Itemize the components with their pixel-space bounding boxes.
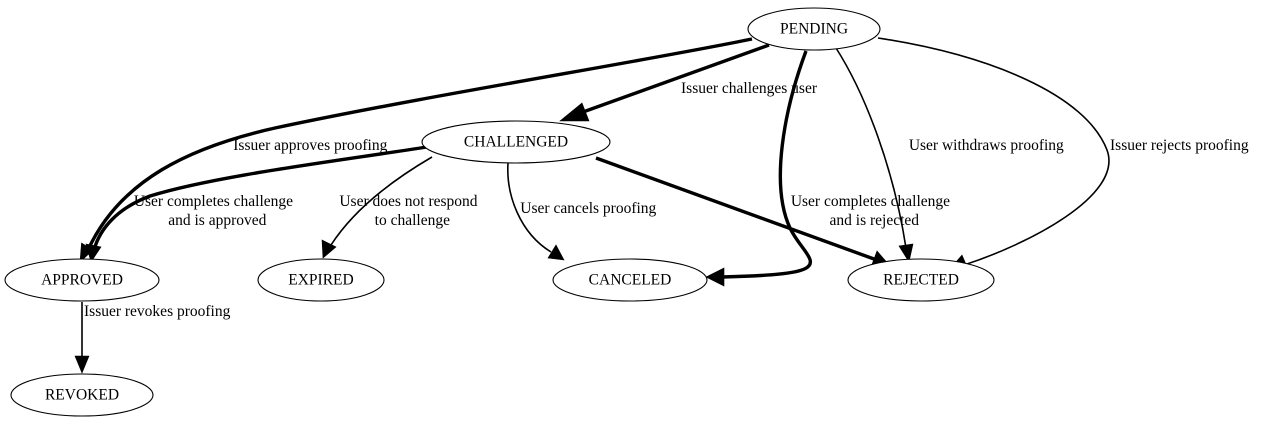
arrowhead-challenged-canceled — [547, 244, 565, 261]
arrowhead-pending-rejected-withdraw — [898, 243, 914, 263]
edge-label-pending-canceled: User completes challenge and is rejected — [791, 193, 977, 229]
edge-label-pending-rejected-reject: Issuer rejects proofing — [1110, 137, 1268, 154]
node-label-expired: EXPIRED — [288, 272, 353, 289]
edge-label-challenged-canceled: User cancels proofing — [520, 200, 675, 217]
edge-label-challenged-expired: User does not respond to challenge — [339, 193, 504, 229]
edge-pending-to-rejected-withdraw — [835, 47, 914, 263]
edge-path-challenged-rejected — [595, 156, 875, 261]
edge-pending-to-challenged — [559, 43, 770, 122]
node-label-canceled: CANCELED — [589, 272, 672, 289]
edge-path-pending-rejected-withdraw — [835, 47, 907, 249]
node-shape-rejected[interactable] — [847, 258, 995, 302]
arrowhead-pending-challenged — [559, 102, 590, 122]
arrowhead-challenged-approved — [85, 243, 102, 263]
node-label-challenged: CHALLENGED — [464, 134, 568, 151]
node-label-pending: PENDING — [780, 21, 848, 38]
node-revoked[interactable]: REVOKED — [10, 373, 154, 417]
node-shape-pending[interactable] — [747, 7, 881, 51]
node-shape-expired[interactable] — [257, 258, 385, 302]
node-rejected[interactable]: REJECTED — [847, 258, 995, 302]
arrowhead-pending-canceled — [705, 267, 725, 287]
node-expired[interactable]: EXPIRED — [257, 258, 385, 302]
node-pending[interactable]: PENDING — [747, 7, 881, 51]
node-label-approved: APPROVED — [41, 272, 123, 289]
edge-label-pending-rejected-withdraw: User withdraws proofing — [909, 137, 1083, 154]
edge-label-pending-approved: Issuer approves proofing — [233, 137, 406, 154]
node-shape-approved[interactable] — [4, 258, 160, 302]
edge-path-challenged-canceled — [507, 162, 552, 253]
edge-challenged-to-canceled — [507, 162, 565, 261]
edge-challenged-to-approved — [85, 145, 428, 263]
edge-path-pending-challenged — [582, 43, 770, 114]
edge-path-pending-rejected-reject — [877, 37, 1110, 266]
node-approved[interactable]: APPROVED — [4, 258, 160, 302]
node-shape-canceled[interactable] — [552, 258, 708, 302]
node-shape-revoked[interactable] — [10, 373, 154, 417]
arrowhead-approved-revoked — [74, 355, 90, 374]
node-label-rejected: REJECTED — [883, 272, 959, 289]
edge-approved-to-revoked — [74, 302, 90, 374]
edge-challenged-to-expired — [321, 156, 433, 259]
node-shape-challenged[interactable] — [421, 120, 611, 164]
edge-path-challenged-expired — [330, 156, 433, 246]
node-challenged[interactable]: CHALLENGED — [421, 120, 611, 164]
arrowhead-challenged-expired — [321, 239, 337, 259]
edge-label-pending-challenged: Issuer challenges user — [681, 80, 836, 97]
edge-label-challenged-approved: User completes challenge and is approved — [134, 193, 320, 229]
node-label-revoked: REVOKED — [45, 387, 119, 404]
node-canceled[interactable]: CANCELED — [552, 258, 708, 302]
edge-path-challenged-approved — [92, 145, 428, 251]
edge-path-pending-approved — [86, 37, 753, 251]
edge-label-approved-revoked: Issuer revokes proofing — [84, 303, 250, 320]
